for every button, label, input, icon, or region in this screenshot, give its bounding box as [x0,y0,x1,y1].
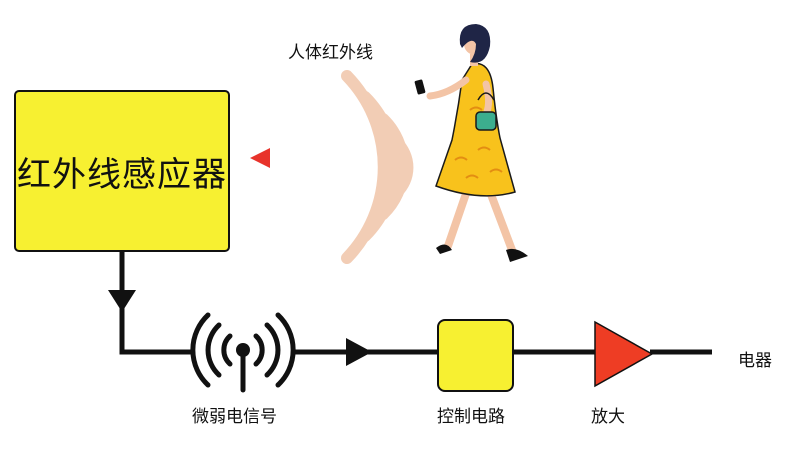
infrared-sensor-box: 红外线感应器 [14,90,230,252]
arrow-right-icon [346,338,372,366]
pointer-triangle-icon [250,148,270,168]
appliance-label: 电器 [738,351,772,371]
weak-signal-label: 微弱电信号 [192,407,277,427]
antenna-signal-icon [190,312,296,393]
amplify-label: 放大 [591,407,625,427]
infrared-waves-icon [341,70,414,264]
control-circuit-label: 控制电路 [437,407,505,427]
sensor-label: 红外线感应器 [17,154,227,195]
walking-woman-icon [414,24,528,262]
wire-sensor-down [119,252,195,355]
arrow-down-icon [108,290,136,312]
control-circuit-box [437,319,514,392]
human-infrared-label: 人体红外线 [288,43,373,63]
amplifier-triangle-icon [594,320,654,388]
